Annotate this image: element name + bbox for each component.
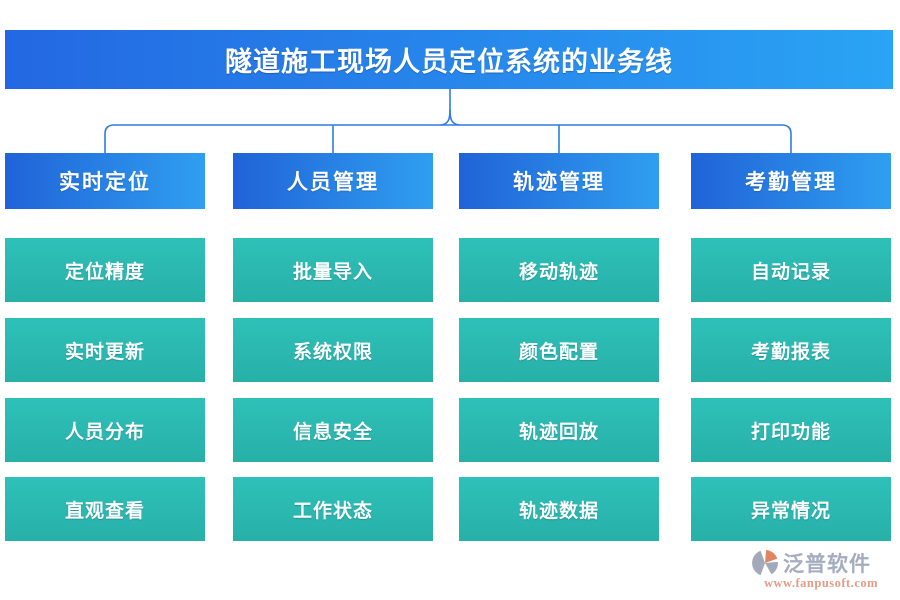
item-personnel-distribution: 人员分布 [5, 398, 205, 462]
category-header-attendance-management: 考勤管理 [691, 153, 891, 209]
brand-name: 泛普软件 [783, 552, 871, 576]
item-abnormal-situation: 异常情况 [691, 477, 891, 541]
diagram-title: 隧道施工现场人员定位系统的业务线 [5, 30, 893, 89]
item-work-status: 工作状态 [233, 477, 433, 541]
item-system-permissions: 系统权限 [233, 318, 433, 382]
item-automatic-recording: 自动记录 [691, 238, 891, 302]
item-realtime-update: 实时更新 [5, 318, 205, 382]
item-batch-import: 批量导入 [233, 238, 433, 302]
category-header-personnel-management: 人员管理 [233, 153, 433, 209]
item-print-function: 打印功能 [691, 398, 891, 462]
brand-url: www.fanpusoft.com [764, 576, 879, 590]
item-attendance-report: 考勤报表 [691, 318, 891, 382]
item-movement-track: 移动轨迹 [459, 238, 659, 302]
category-header-track-management: 轨迹管理 [459, 153, 659, 209]
item-color-configuration: 颜色配置 [459, 318, 659, 382]
item-information-security: 信息安全 [233, 398, 433, 462]
fanpu-logo-icon [752, 550, 778, 576]
item-positioning-accuracy: 定位精度 [5, 238, 205, 302]
footer-brand: 泛普软件 www.fanpusoft.com [750, 548, 892, 591]
item-track-data: 轨迹数据 [459, 477, 659, 541]
category-header-realtime-location: 实时定位 [5, 153, 205, 209]
item-track-playback: 轨迹回放 [459, 398, 659, 462]
item-visual-view: 直观查看 [5, 477, 205, 541]
